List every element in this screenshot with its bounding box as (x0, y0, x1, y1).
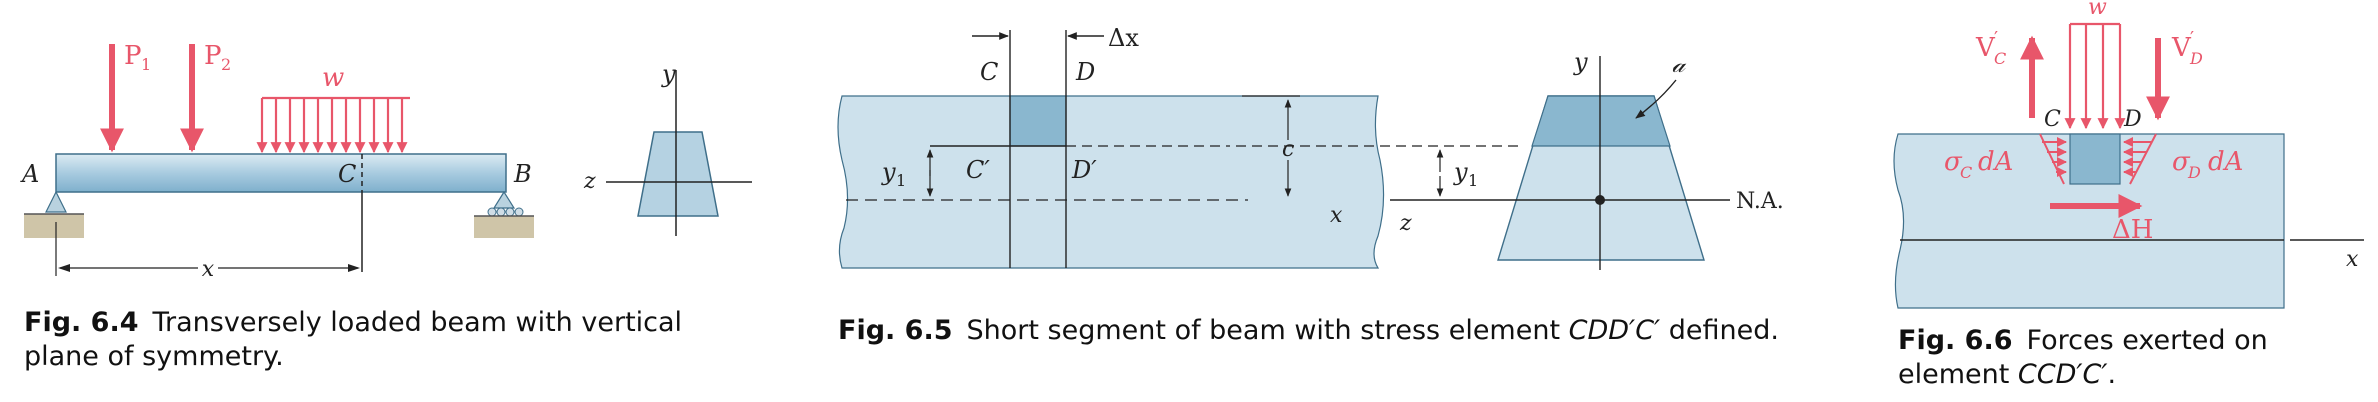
fig-6-6: x w V ′ C V ′ D C D (1893, 0, 2364, 309)
label-dA-c: dA (1978, 147, 2013, 177)
label-c-prime: C′ (966, 156, 990, 184)
fig-6-4: x A B C P 1 P 2 w y z (20, 41, 752, 282)
label-b: B (513, 160, 532, 188)
stress-dist-left (2039, 133, 2067, 185)
caption-pre-65: Short segment of beam with stress elemen… (966, 315, 1569, 346)
label-sigma-c: σ (1944, 147, 1963, 177)
label-c-66: C (2044, 107, 2061, 132)
beam-66 (1893, 133, 2285, 309)
label-y1-65: y (881, 158, 896, 186)
caption-post-66: . (2107, 359, 2117, 390)
label-p1-sub: 1 (141, 55, 151, 74)
stress-element-65 (1009, 95, 1067, 147)
label-p2: P (204, 41, 222, 71)
label-vc: V (1975, 33, 1996, 63)
label-z-65: z (1399, 211, 1412, 236)
caption-post-65: defined. (1660, 315, 1779, 346)
load-w-66 (2064, 22, 2126, 130)
caption-text-66: Forces exerted on (2026, 325, 2268, 356)
label-d-66: D (2123, 107, 2142, 132)
label-vc-sub: C (1994, 49, 2006, 68)
caption-fig-6-6: Fig. 6.6 Forces exerted on element CCD′C′… (1898, 324, 2368, 392)
caption-label-65: Fig. 6.5 (838, 315, 953, 346)
label-x-65: x (1330, 203, 1343, 228)
label-p2-sub: 2 (221, 55, 231, 74)
label-w-64: w (322, 63, 344, 93)
label-vc-prime: ′ (1994, 28, 1998, 49)
label-delta-h: ΔH (2112, 215, 2153, 245)
caption-line2-66: element (1898, 359, 2018, 390)
label-sigma-c-sub: C (1960, 163, 1972, 182)
label-d-prime: D′ (1071, 156, 1097, 184)
label-w-66: w (2088, 0, 2107, 20)
beam-segment-65 (837, 95, 1385, 269)
label-p1: P (124, 41, 142, 71)
label-z-64: z (583, 169, 596, 194)
support-b (474, 190, 534, 238)
label-a: A (20, 160, 39, 188)
label-c-65: C (980, 58, 998, 86)
label-vd-prime: ′ (2190, 28, 2194, 49)
label-sigma-d-sub: D (2187, 163, 2201, 182)
caption-label-66: Fig. 6.6 (1898, 325, 2013, 356)
label-y1b-sub-65: 1 (1468, 171, 1478, 190)
label-dA-d: dA (2208, 147, 2243, 177)
distributed-load-w (256, 96, 410, 154)
label-a-area: 𝒶 (1672, 50, 1687, 78)
label-y1-sub-65: 1 (896, 171, 906, 190)
label-dx: Δx (1108, 24, 1139, 52)
element-ccd-66 (2069, 133, 2121, 185)
support-a (24, 190, 84, 238)
label-x-66: x (2346, 247, 2359, 272)
label-d-65: D (1075, 58, 1095, 86)
caption-fig-6-5: Fig. 6.5 Short segment of beam with stres… (838, 314, 1838, 348)
caption-label-64: Fig. 6.4 (24, 307, 139, 338)
stress-dist-right (2123, 133, 2157, 185)
label-sigma-d: σ (2172, 147, 2191, 177)
caption-italic-65: CDD′C′ (1568, 315, 1661, 346)
beam-64 (55, 153, 507, 193)
label-vd: V (2171, 33, 2192, 63)
label-c-dim: c (1282, 137, 1294, 162)
label-x-64: x (202, 257, 215, 282)
label-y1b-65: y (1453, 158, 1468, 186)
label-c-64: C (338, 160, 356, 188)
fig-6-5: Δx C D C′ D′ y 1 c x y z N.A. 𝒶 (837, 24, 1784, 270)
area-a-65 (1531, 95, 1671, 147)
label-vd-sub: D (2189, 49, 2203, 68)
cross-section-64 (637, 131, 719, 217)
caption-italic-66: CCD′C′ (2017, 359, 2108, 390)
label-y-64: y (661, 60, 676, 88)
label-y-65: y (1573, 48, 1588, 76)
label-na: N.A. (1736, 189, 1784, 214)
caption-text-64: Transversely loaded beam with vertical p… (24, 307, 683, 372)
